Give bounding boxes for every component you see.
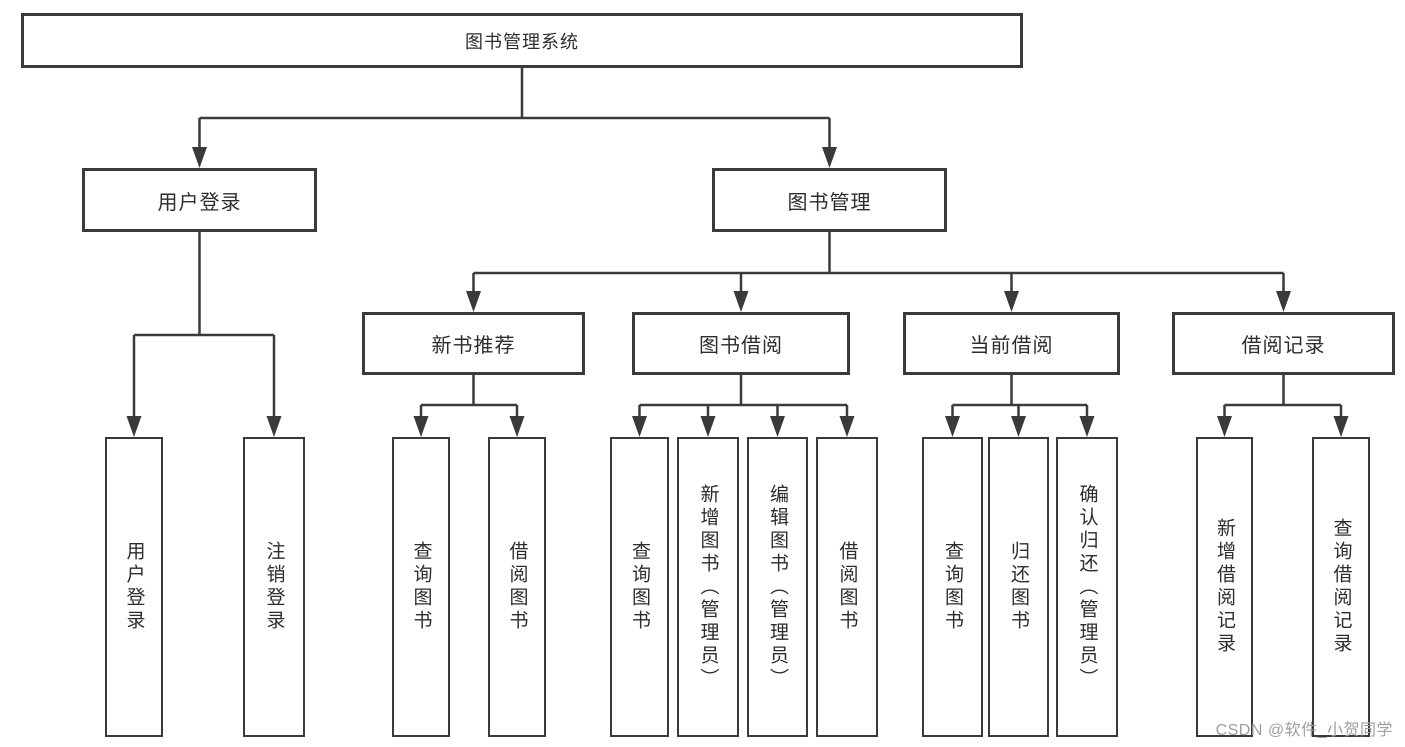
leaf-br-query: 查询借阅记录 (1312, 437, 1370, 737)
leaf-bb-borrow: 借阅图书 (816, 437, 878, 737)
leaf-cb-confirm: 确认归还（管理员） (1056, 437, 1118, 737)
leaf-user-login: 用户登录 (105, 437, 163, 737)
node-new-book-rec: 新书推荐 (362, 312, 585, 375)
node-book-borrow: 图书借阅 (632, 312, 850, 375)
leaf-nbr-query: 查询图书 (392, 437, 450, 737)
leaf-bb-add: 新增图书（管理员） (677, 437, 739, 737)
watermark: CSDN @软件_小贺同学 (1215, 722, 1393, 739)
leaf-nbr-borrow: 借阅图书 (488, 437, 546, 737)
leaf-br-add: 新增借阅记录 (1196, 437, 1253, 737)
node-user-login: 用户登录 (82, 168, 317, 232)
node-book-mgmt: 图书管理 (712, 168, 947, 232)
leaf-bb-query: 查询图书 (610, 437, 669, 737)
leaf-logout: 注销登录 (243, 437, 305, 737)
leaf-bb-edit: 编辑图书（管理员） (747, 437, 808, 737)
node-root: 图书管理系统 (21, 13, 1023, 68)
node-borrow-records: 借阅记录 (1172, 312, 1395, 375)
leaf-cb-query: 查询图书 (922, 437, 983, 737)
node-current-borrow: 当前借阅 (903, 312, 1120, 375)
leaf-cb-return: 归还图书 (988, 437, 1049, 737)
